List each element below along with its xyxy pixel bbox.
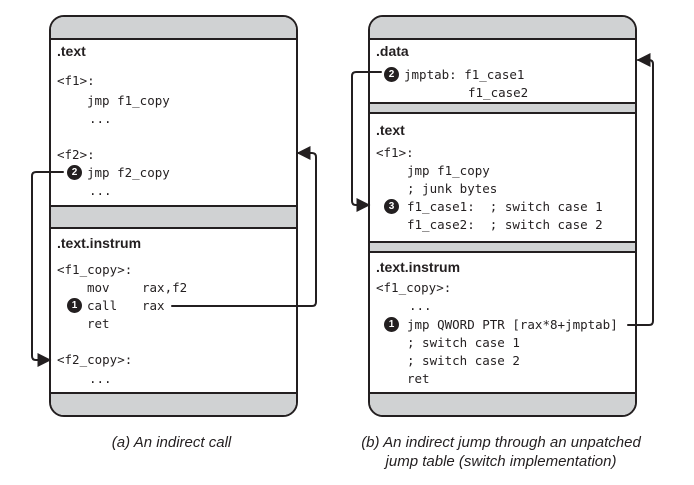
right-panel: [368, 15, 637, 417]
code-junk-bytes: ; junk bytes: [407, 181, 498, 196]
marker-3-bullet: 3: [384, 199, 399, 214]
divider: [370, 392, 635, 394]
label-f1-copy: <f1_copy>:: [376, 280, 452, 295]
code-ret: ret: [87, 316, 110, 331]
divider: [370, 241, 635, 243]
section-title-text-instrum: .text.instrum: [376, 259, 461, 275]
section-title-text: .text: [57, 43, 86, 59]
label-f2-copy: <f2_copy>:: [57, 352, 133, 367]
divider: [370, 38, 635, 40]
code-ellipsis: ...: [89, 183, 112, 198]
divider: [370, 251, 635, 253]
divider: [51, 227, 296, 229]
caption-right-line1: (b) An indirect jump through an unpatche…: [361, 434, 641, 451]
divider: [370, 102, 635, 104]
marker-2-bullet: 2: [384, 67, 399, 82]
gap-bar: [370, 104, 635, 112]
code-ellipsis: ...: [89, 111, 112, 126]
section-title-data: .data: [376, 43, 409, 59]
code-jmp-qword-ptr: jmp QWORD PTR [rax*8+jmptab]: [407, 317, 618, 332]
divider: [51, 38, 296, 40]
label-f1: <f1>:: [57, 73, 95, 88]
code-f1-case1: f1_case1: ; switch case 1: [407, 199, 603, 214]
marker-2-bullet: 2: [67, 165, 82, 180]
code-mov-args: rax,f2: [142, 280, 188, 295]
top-cap: [51, 17, 296, 38]
caption-right-line2: jump table (switch implementation): [385, 453, 617, 470]
section-title-text-instrum: .text.instrum: [57, 235, 142, 251]
code-jmp-f1-copy: jmp f1_copy: [87, 93, 170, 108]
label-f2: <f2>:: [57, 147, 95, 162]
code-switch-case-2: ; switch case 2: [407, 353, 520, 368]
code-ret: ret: [407, 371, 430, 386]
code-f1-case2: f1_case2: ; switch case 2: [407, 217, 603, 232]
code-call-op: call: [87, 298, 118, 313]
bottom-cap: [370, 394, 635, 415]
gap-bar: [370, 243, 635, 251]
bottom-cap: [51, 394, 296, 415]
code-jmp-f2-copy: jmp f2_copy: [87, 165, 170, 180]
top-cap: [370, 17, 635, 38]
label-f1-copy: <f1_copy>:: [57, 262, 133, 277]
code-jmptab: jmptab: f1_case1: [404, 67, 525, 82]
code-ellipsis: ...: [89, 371, 112, 386]
gap-bar: [51, 207, 296, 227]
label-f1: <f1>:: [376, 145, 414, 160]
marker-1-bullet: 1: [384, 317, 399, 332]
divider: [51, 392, 296, 394]
section-title-text: .text: [376, 122, 405, 138]
code-call-args: rax: [142, 298, 165, 313]
marker-1-bullet: 1: [67, 298, 82, 313]
code-switch-case-1: ; switch case 1: [407, 335, 520, 350]
caption-left: (a) An indirect call: [111, 434, 232, 451]
code-mov-op: mov: [87, 280, 110, 295]
code-jmp-f1-copy: jmp f1_copy: [407, 163, 490, 178]
code-ellipsis: ...: [409, 298, 432, 313]
code-f1-case2-entry: f1_case2: [468, 85, 529, 100]
divider: [370, 112, 635, 114]
